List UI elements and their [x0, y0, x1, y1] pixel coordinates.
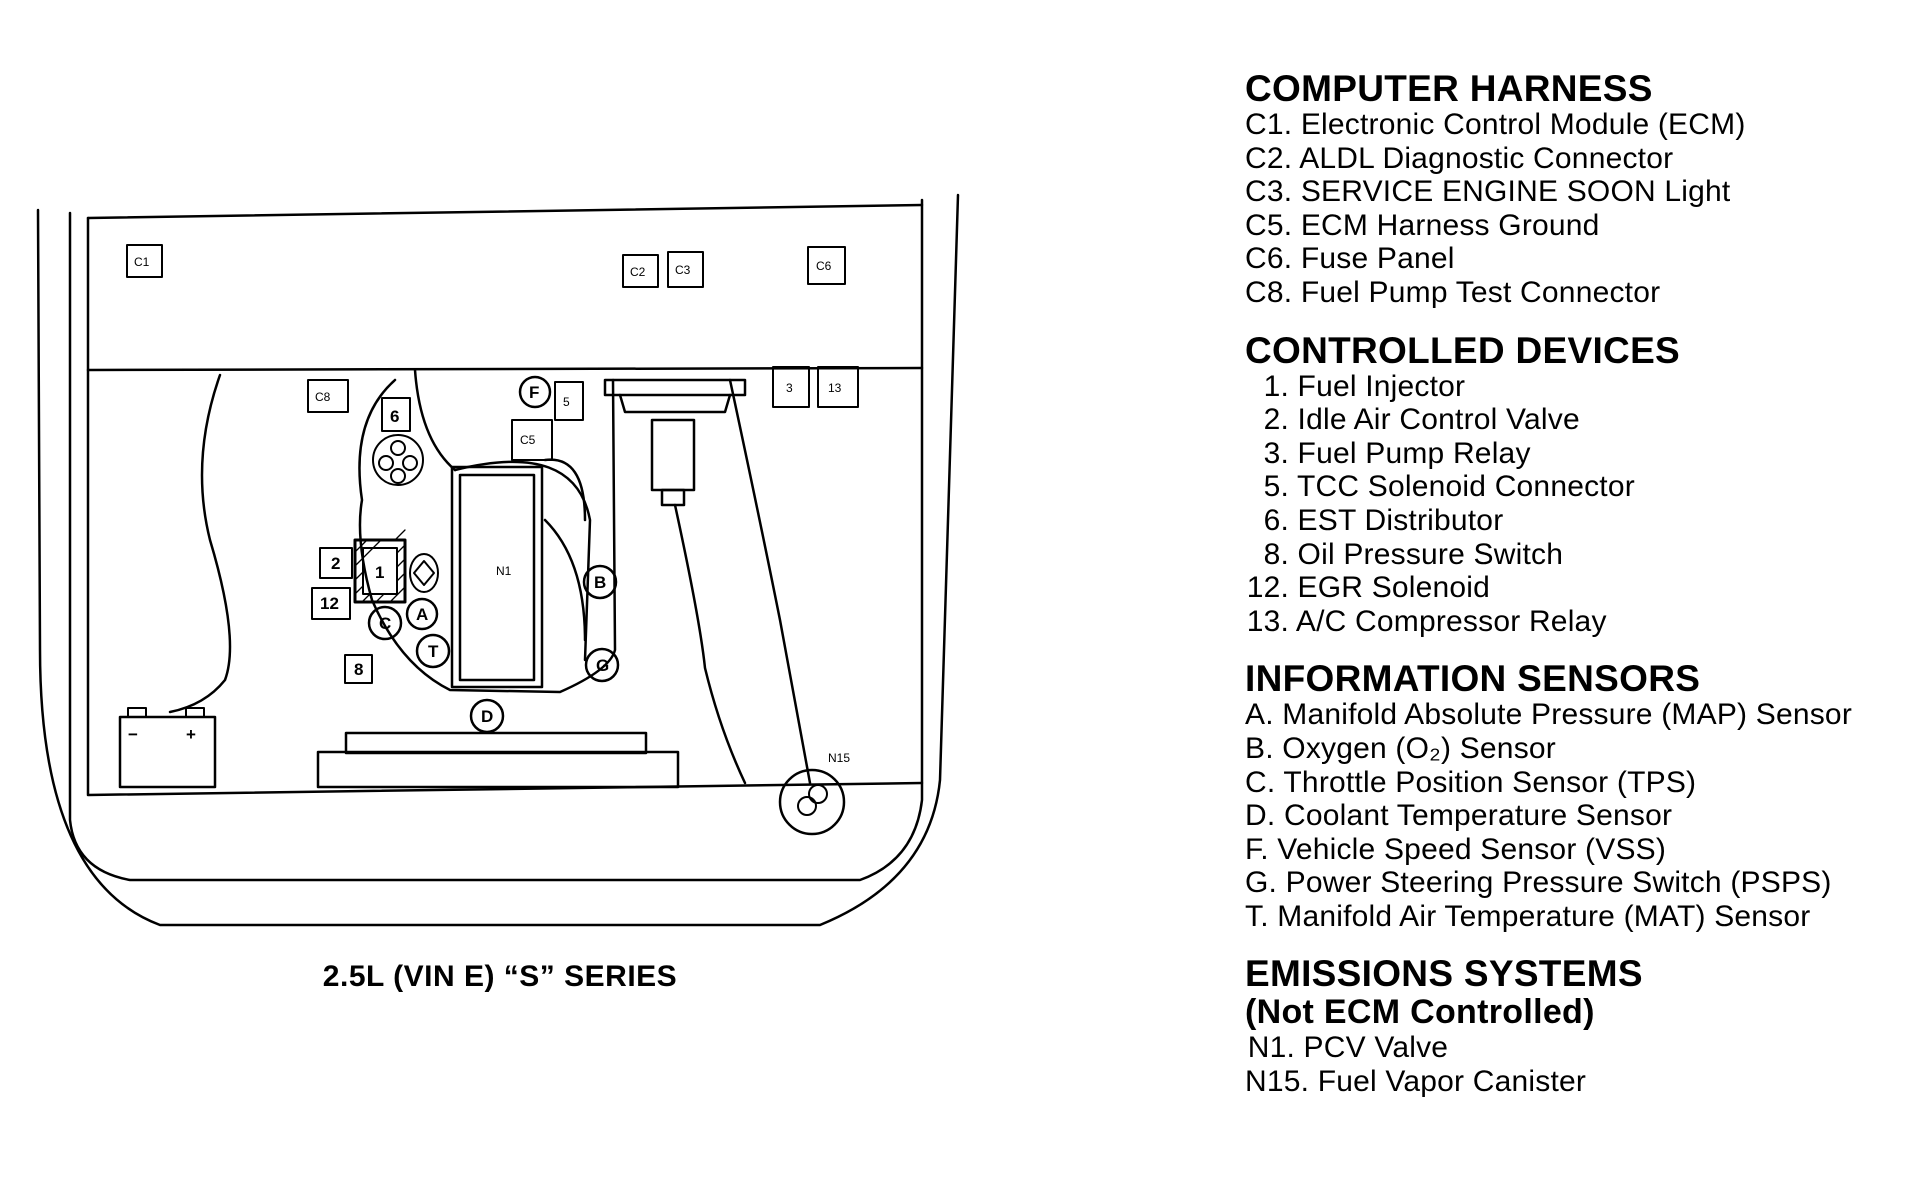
- sensor-D: [469, 698, 505, 734]
- section-title: CONTROLLED DEVICES: [1245, 329, 1681, 371]
- legend-item: G. Power Steering Pressure Switch (PSPS): [1245, 866, 1832, 900]
- d5-box: [554, 381, 584, 421]
- label-c5: C5: [520, 433, 536, 447]
- legend-item: 8. Oil Pressure Switch: [1263, 537, 1564, 571]
- d12-box: [311, 587, 351, 620]
- air-cleaner: [603, 378, 747, 397]
- section-subtitle: (Not ECM Controlled): [1245, 993, 1595, 1032]
- label-c3: C3: [675, 263, 691, 277]
- label-sensor-T: T: [428, 642, 439, 661]
- legend-item: C3. SERVICE ENGINE SOON Light: [1245, 175, 1731, 209]
- vehicle-outline: [36, 193, 960, 927]
- legend-item: 6. EST Distributor: [1263, 503, 1504, 537]
- legend-item: C. Throttle Position Sensor (TPS): [1245, 765, 1697, 799]
- label-sensor-F: F: [529, 383, 539, 402]
- lower-crossmember: [86, 368, 924, 797]
- sensor-F: [518, 375, 552, 409]
- fuel-vapor-canister: [778, 768, 846, 836]
- legend-item: 12. EGR Solenoid: [1246, 571, 1491, 605]
- label-sensor-D: D: [481, 707, 493, 726]
- diagram-caption: 2.5L (VIN E) “S” SERIES: [322, 960, 678, 993]
- sensor-C: [367, 605, 403, 641]
- battery-plus-label: +: [186, 725, 196, 744]
- intake-manifold: [450, 465, 544, 689]
- c1-box: [126, 244, 163, 278]
- radiator: [316, 750, 680, 789]
- sensor-T: [415, 633, 451, 669]
- label-sensor-B: B: [594, 573, 606, 592]
- legend-section-information-sensors: INFORMATION SENSORS A. Manifold Absolute…: [1245, 660, 1915, 933]
- label-3: 3: [786, 381, 793, 395]
- d1-box: [353, 538, 407, 604]
- left-fender: [168, 373, 232, 714]
- legend-item: D. Coolant Temperature Sensor: [1245, 799, 1673, 833]
- label-c8: C8: [315, 390, 331, 404]
- section-title: EMISSIONS SYSTEMS: [1245, 953, 1643, 995]
- d3-box: [772, 366, 810, 408]
- sensor-B: [582, 564, 618, 600]
- sensor-G: [584, 647, 620, 683]
- front-bumper: [68, 198, 924, 882]
- legend-item: C1. Electronic Control Module (ECM): [1245, 108, 1746, 141]
- label-sensor-G: G: [596, 656, 609, 675]
- legend-item: 3. Fuel Pump Relay: [1263, 436, 1531, 470]
- d6-box: [381, 397, 411, 432]
- legend-item: N15. Fuel Vapor Canister: [1245, 1065, 1587, 1099]
- label-n15: N15: [828, 751, 850, 765]
- legend-section-controlled-devices: CONTROLLED DEVICES 1. Fuel Injector 2. I…: [1245, 329, 1915, 639]
- engine-block: [358, 378, 617, 694]
- label-c6: C6: [816, 259, 832, 273]
- label-8: 8: [354, 660, 363, 679]
- label-5: 5: [563, 395, 570, 409]
- c6-box: [807, 246, 846, 285]
- legend-item: C2. ALDL Diagnostic Connector: [1245, 141, 1674, 175]
- label-c1: C1: [134, 255, 150, 269]
- section-title: INFORMATION SENSORS: [1245, 658, 1701, 700]
- label-sensor-A: A: [416, 605, 428, 624]
- component-legend: COMPUTER HARNESS C1. Electronic Control …: [1245, 70, 1915, 1121]
- legend-item: F. Vehicle Speed Sensor (VSS): [1245, 832, 1667, 866]
- cowl-top: [86, 203, 924, 220]
- label-2: 2: [331, 554, 340, 573]
- legend-item: B. Oxygen (O₂) Sensor: [1245, 731, 1556, 765]
- legend-item: C8. Fuel Pump Test Connector: [1245, 275, 1661, 309]
- distributor: [372, 434, 424, 486]
- d8-box: [344, 654, 373, 684]
- label-12: 12: [320, 594, 339, 613]
- battery-minus-label: −: [128, 725, 138, 744]
- c8-box: [307, 379, 349, 413]
- c5-box: [511, 419, 553, 461]
- legend-item: A. Manifold Absolute Pressure (MAP) Sens…: [1245, 698, 1853, 732]
- legend-item: 13. A/C Compressor Relay: [1246, 604, 1607, 638]
- c2-box: [622, 254, 659, 288]
- label-13: 13: [828, 381, 842, 395]
- legend-section-computer-harness: COMPUTER HARNESS C1. Electronic Control …: [1245, 70, 1915, 310]
- label-n1: N1: [496, 564, 512, 578]
- label-sensor-C: C: [379, 614, 391, 633]
- label-6: 6: [390, 407, 399, 426]
- label-c2: C2: [630, 265, 646, 279]
- legend-item: 1. Fuel Injector: [1263, 369, 1466, 403]
- legend-item: 2. Idle Air Control Valve: [1263, 403, 1580, 437]
- cowl-line: [86, 216, 924, 372]
- legend-item: C5. ECM Harness Ground: [1245, 208, 1600, 242]
- d13-box: [817, 366, 859, 408]
- sensor-A: [405, 597, 439, 631]
- label-1: 1: [375, 563, 384, 582]
- engine-compartment-diagram: C1 C2 C3 C6 C8 C5 5 3 13 6 2 12 8 1 N1 N…: [36, 193, 960, 927]
- c3-box: [667, 251, 704, 288]
- legend-item: 5. TCC Solenoid Connector: [1263, 470, 1635, 504]
- battery: [118, 715, 217, 789]
- section-title: COMPUTER HARNESS: [1245, 68, 1653, 109]
- legend-section-emissions-systems: EMISSIONS SYSTEMS (Not ECM Controlled) N…: [1245, 955, 1915, 1098]
- legend-item: N1. PCV Valve: [1247, 1031, 1449, 1065]
- legend-item: T. Manifold Air Temperature (MAT) Sensor: [1245, 899, 1811, 933]
- d2-box: [319, 547, 353, 579]
- legend-item: C6. Fuse Panel: [1245, 242, 1455, 276]
